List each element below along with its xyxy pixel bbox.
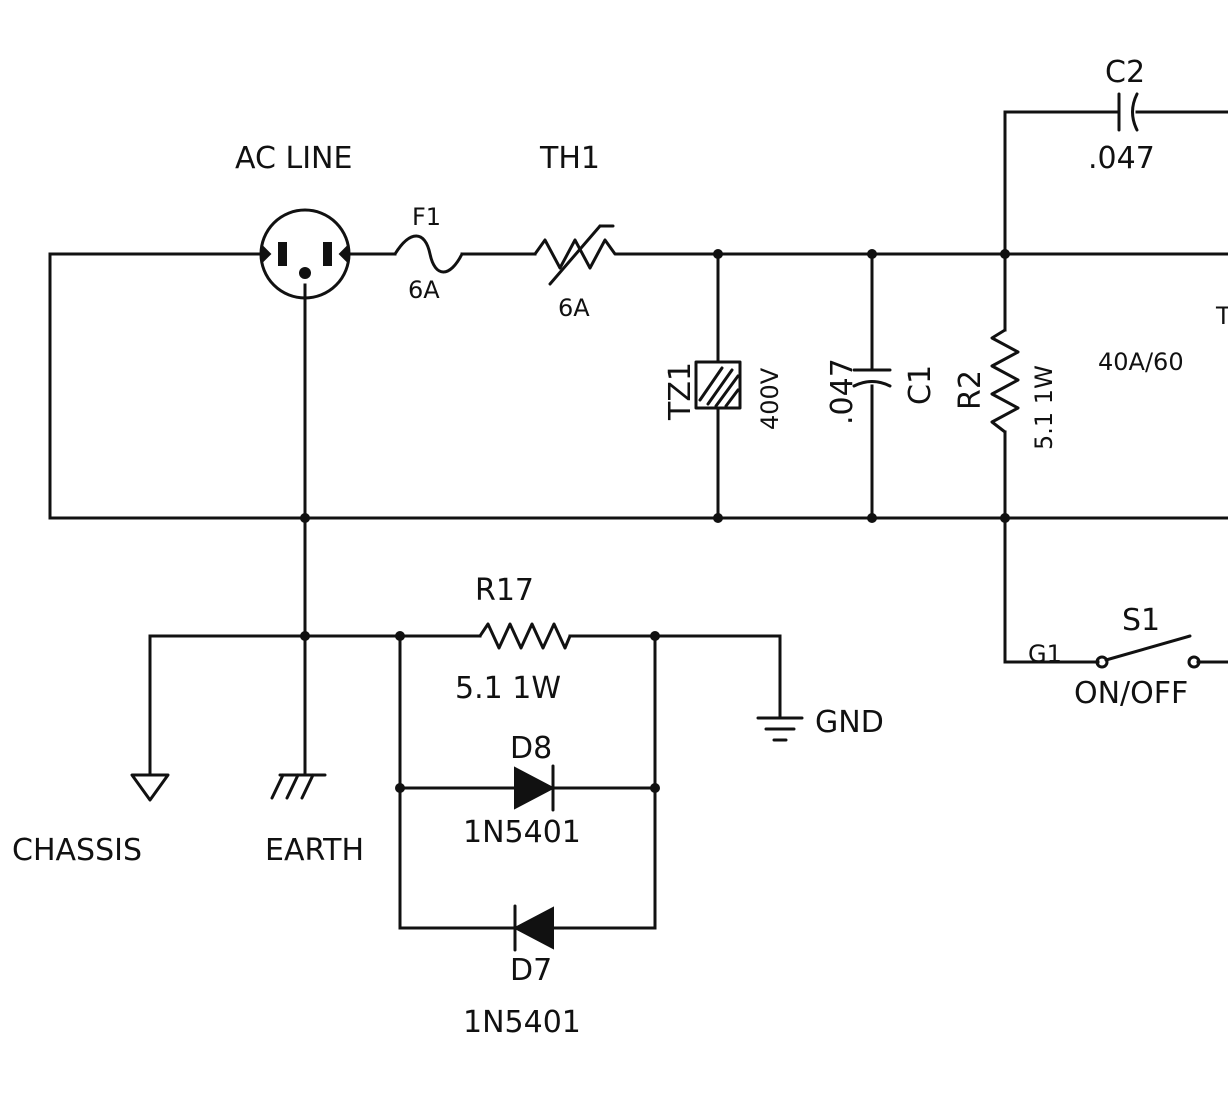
c2-label: C2 [1105, 55, 1145, 90]
s1-label: S1 [1122, 603, 1160, 638]
resistor-r2-symbol [990, 328, 1020, 434]
f1-label: F1 [412, 203, 441, 231]
earth-label: EARTH [265, 833, 364, 868]
suppressor-tz1-symbol [694, 360, 742, 410]
d8-part-label: 1N5401 [463, 815, 581, 850]
chassis-ground-icon [130, 773, 170, 802]
switch-s1-symbol [1095, 634, 1201, 669]
r17-label: R17 [475, 573, 534, 608]
capacitor-c1-symbol [852, 368, 892, 388]
s1-pin-label: G1 [1028, 640, 1062, 668]
gnd-label: GND [815, 705, 884, 740]
tz1-label: TZ1 [663, 362, 698, 421]
f1-rating-label: 6A [408, 276, 440, 304]
partial-t-label: T [1215, 302, 1228, 330]
partial-rating-label: 40A/60 [1098, 348, 1184, 376]
thermistor-th1-symbol [533, 224, 627, 286]
d8-label: D8 [510, 731, 552, 766]
tz1-value-label: 400V [756, 367, 784, 430]
earth-ground-icon [270, 773, 327, 800]
diode-d8-symbol [514, 764, 556, 812]
ac-line-label: AC LINE [235, 141, 352, 176]
diode-d7-symbol [512, 904, 554, 952]
c1-label: C1 [903, 365, 938, 405]
wires [48, 110, 1228, 930]
ac-line-connector [259, 208, 351, 300]
fuse-f1-symbol [393, 234, 464, 274]
capacitor-c2-symbol [1117, 92, 1139, 132]
c2-value-label: .047 [1088, 141, 1155, 176]
d7-label: D7 [510, 953, 552, 988]
s1-function-label: ON/OFF [1074, 676, 1188, 711]
r2-value-label: 5.1 1W [1030, 365, 1058, 450]
chassis-label: CHASSIS [12, 833, 142, 868]
d7-part-label: 1N5401 [463, 1005, 581, 1040]
c1-value-label: .047 [825, 358, 860, 425]
th1-label: TH1 [539, 141, 600, 176]
resistor-r17-symbol [478, 622, 572, 650]
r17-value-label: 5.1 1W [455, 671, 561, 706]
th1-rating-label: 6A [558, 294, 590, 322]
ground-symbol [756, 716, 804, 742]
junction-dots [300, 249, 1010, 793]
r2-label: R2 [953, 370, 988, 410]
